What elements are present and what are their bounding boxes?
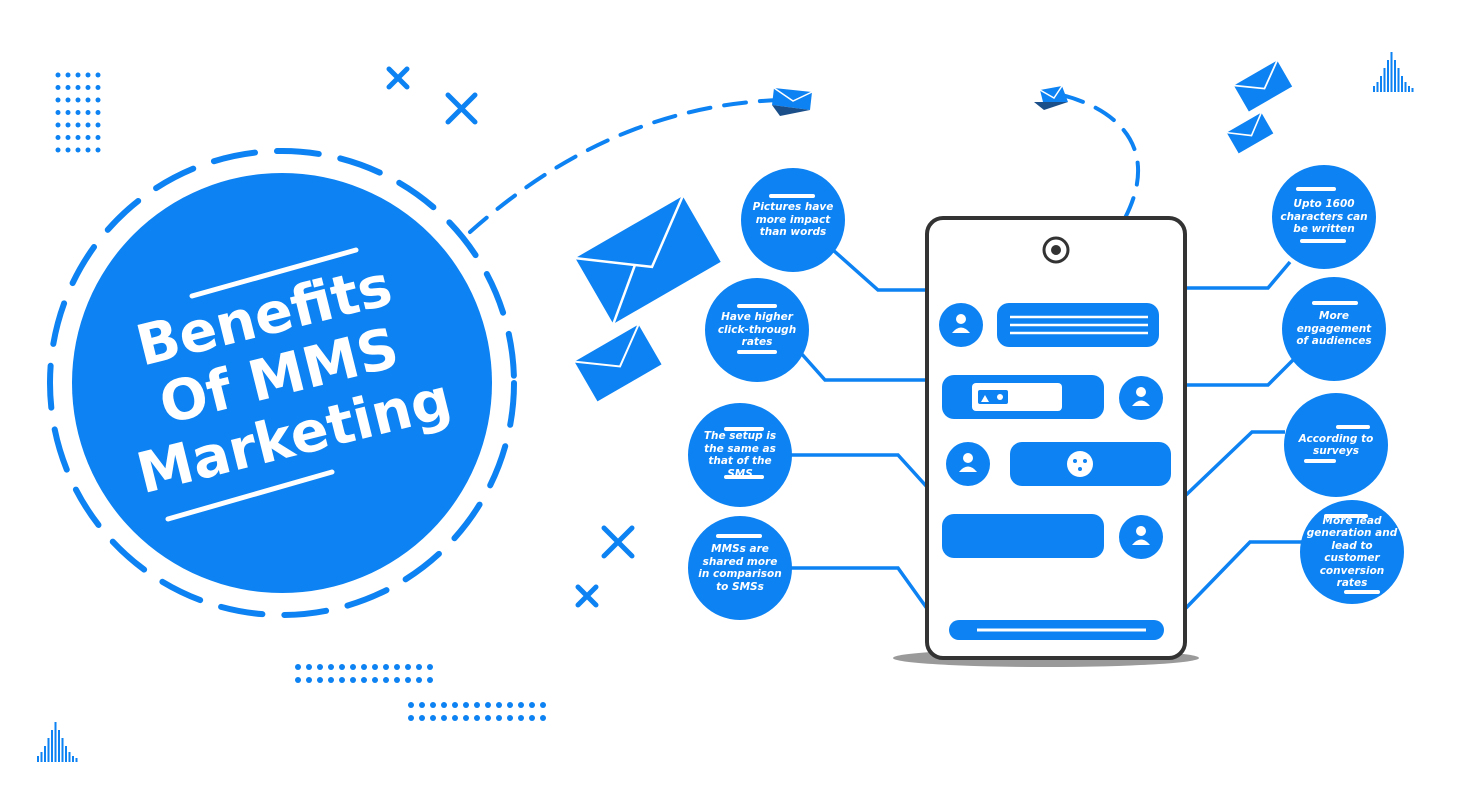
benefit-bubble-6: More engagement of audiences [1282,277,1386,381]
envelope-icon [575,195,721,325]
benefit-bubble-2: Have higher click-through rates [705,278,809,382]
benefit-bubble-3: The setup is the same as that of the SMS [688,403,792,507]
envelope-icon [1233,60,1293,112]
dashed-path-right [1060,93,1140,220]
user-icon [1119,515,1163,559]
phone-body [925,216,1187,660]
user-silhouettes [952,314,1150,545]
dot-grid-bottom [295,664,546,721]
benefit-text: According to surveys [1298,432,1374,458]
benefit-bubble-5: Upto 1600 characters can be written [1272,165,1376,269]
title-ring [47,148,517,618]
user-icon [1119,376,1163,420]
dashed-path-left [468,98,782,234]
sound-wave-icon-top-right [1373,52,1414,92]
user-icon [939,303,983,347]
benefit-bubble-1: Pictures have more impact than words [741,168,845,272]
title-underline-top [189,247,359,299]
image-icon [978,390,1008,404]
benefit-text: Upto 1600 characters can be written [1280,198,1368,236]
cross-icon [386,66,635,608]
envelope-icon [1034,85,1068,110]
chat-message-bar [942,514,1104,558]
benefit-text: More engagement of audiences [1296,310,1372,348]
camera-icon [1042,236,1070,264]
sound-wave-icon-bottom-left [37,722,78,762]
benefit-text: Have higher click-through rates [717,311,797,349]
connector-lines [785,248,1310,612]
dot-grid-top-left [55,72,101,153]
title-underline-bottom [165,469,335,522]
envelope-icon [772,87,813,116]
benefit-text: Pictures have more impact than words [752,201,834,239]
envelope-icon [574,324,662,402]
title-circle [72,173,492,593]
user-icon [946,442,990,486]
message-text-lines [1010,315,1148,335]
emoji-icon [1067,451,1093,477]
benefit-bubble-8: More lead generation and lead to custome… [1300,500,1404,604]
benefit-bubble-7: According to surveys [1284,393,1388,497]
benefit-bubble-4: MMSs are shared more in comparison to SM… [688,516,792,620]
benefit-text: The setup is the same as that of the SMS [703,430,777,480]
benefit-text: MMSs are shared more in comparison to SM… [698,543,782,593]
benefit-text: More lead generation and lead to custome… [1306,514,1398,590]
envelope-icon [1226,112,1274,154]
